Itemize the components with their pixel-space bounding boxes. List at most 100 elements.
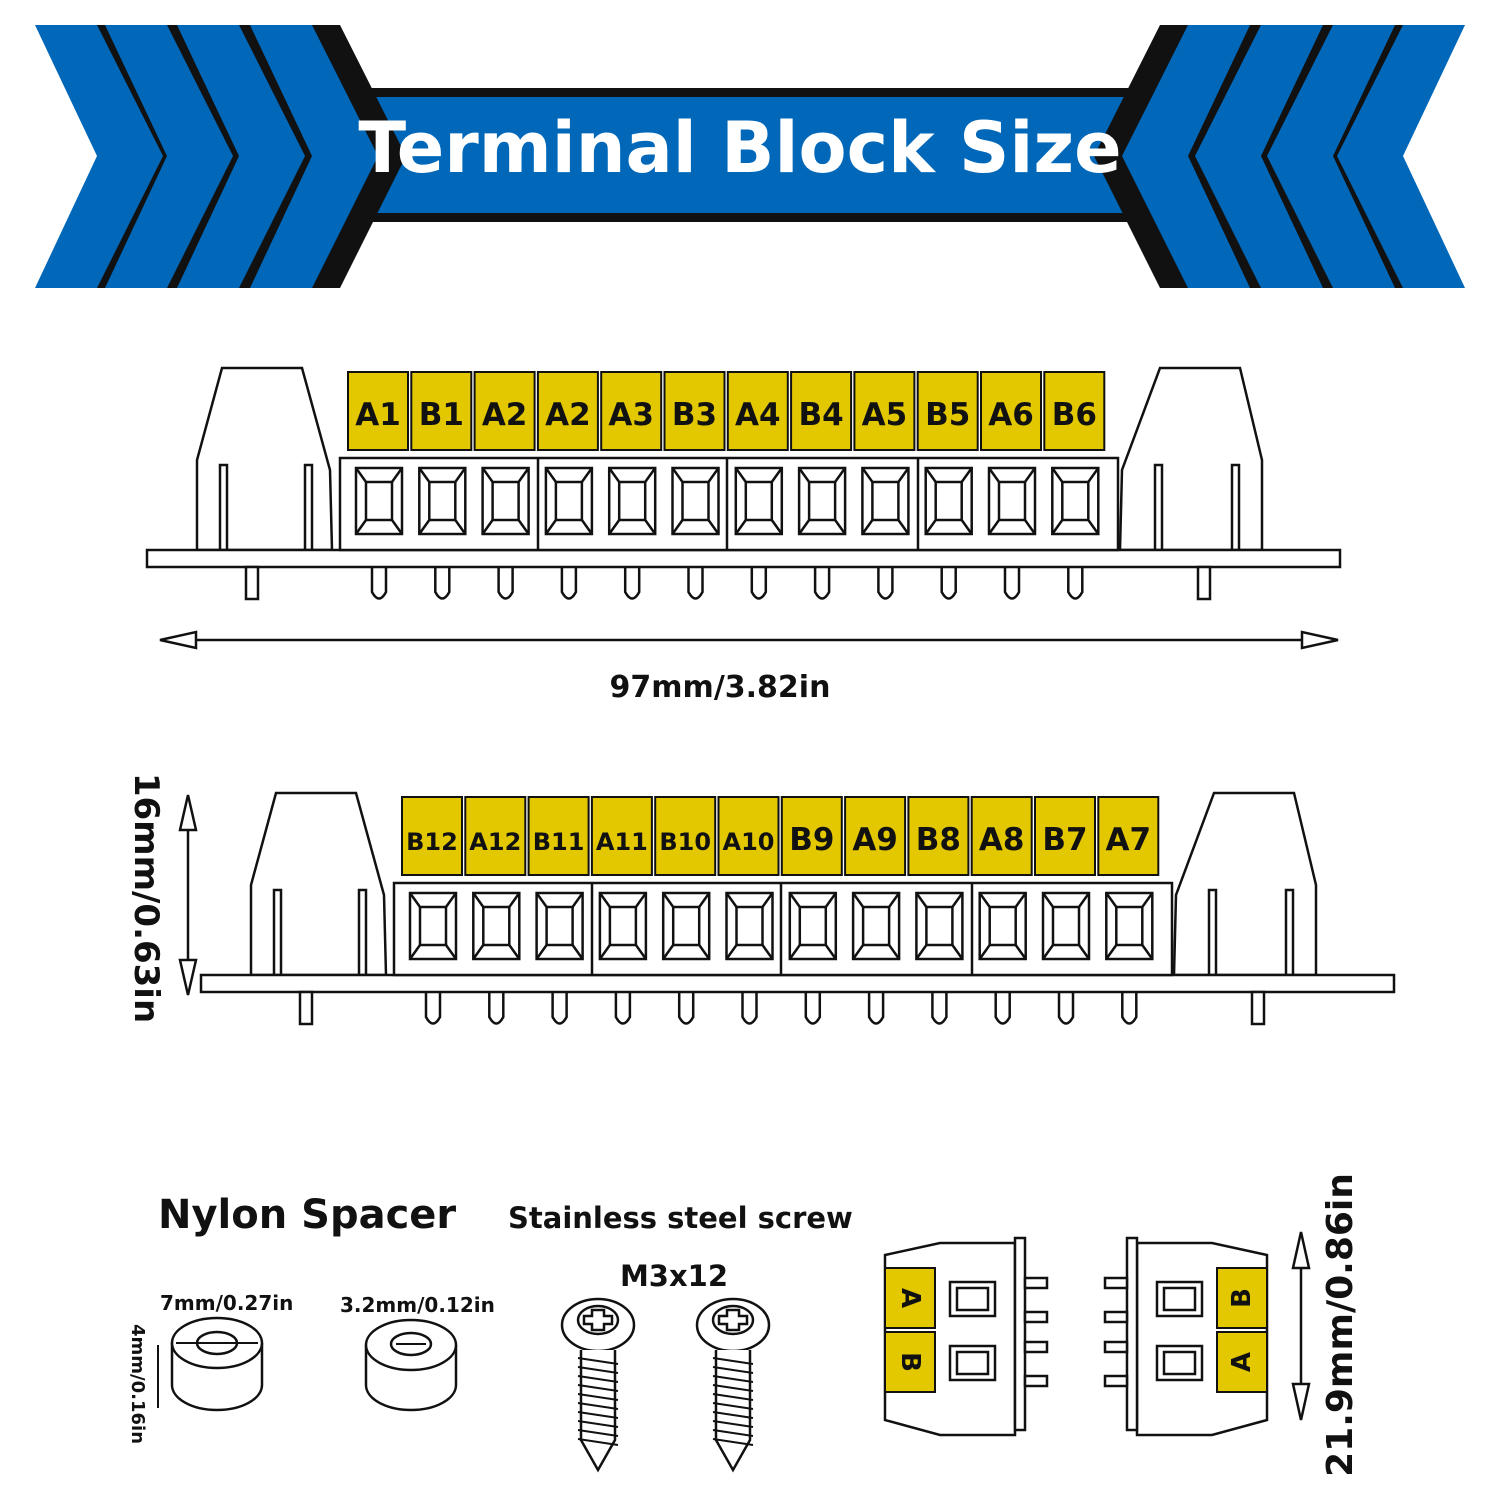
base-plate xyxy=(145,548,1342,569)
terminal-label: A2 xyxy=(482,397,528,433)
terminal-label-tab xyxy=(790,371,853,451)
screw-size-label: M3x12 xyxy=(620,1259,728,1293)
terminal-pin xyxy=(867,992,885,1025)
terminal-pin xyxy=(940,567,957,600)
terminal-pin xyxy=(614,992,632,1025)
end-cap xyxy=(1118,366,1264,552)
side-label-tab xyxy=(884,1331,936,1393)
height-dimension: 16mm/0.63in xyxy=(126,773,198,1023)
end-cap-slot xyxy=(1153,463,1164,552)
pin xyxy=(1103,1310,1129,1324)
terminal-label-tab xyxy=(536,371,599,451)
terminal-label-tab xyxy=(717,796,780,876)
terminal-label-tab xyxy=(590,796,653,876)
terminal-label-tab xyxy=(1043,371,1106,451)
terminal-label: B3 xyxy=(672,397,717,433)
side-label-tab xyxy=(1216,1267,1268,1329)
terminal-pin xyxy=(931,992,948,1025)
end-cap-slot xyxy=(272,888,283,977)
terminal-label: A5 xyxy=(862,397,908,433)
end-cap-slot xyxy=(1207,888,1218,977)
pin xyxy=(1023,1276,1049,1290)
chevron-shape xyxy=(1195,25,1323,288)
terminal-pin xyxy=(497,567,514,600)
end-cap-slot xyxy=(357,888,368,977)
terminal-label: A7 xyxy=(1106,822,1152,858)
mount-post xyxy=(1250,990,1266,1026)
end-cap-slot xyxy=(303,463,314,552)
end-cap-slot xyxy=(1230,463,1241,552)
mount-post xyxy=(1196,565,1212,601)
chevron-shape xyxy=(250,25,378,288)
terminal-label: A4 xyxy=(735,397,781,433)
terminal-label: B11 xyxy=(533,828,585,856)
base-plate xyxy=(199,973,1396,994)
terminal-label: A12 xyxy=(469,828,521,856)
terminal-label-tab xyxy=(654,796,717,876)
terminal-label-tab xyxy=(726,371,789,451)
terminal-label: B9 xyxy=(789,822,834,858)
spacer-outer-label: 7mm/0.27in xyxy=(160,1291,293,1315)
screw-icon xyxy=(560,1297,636,1473)
terminal-label-tab xyxy=(600,371,663,451)
terminal-pin xyxy=(623,567,641,600)
terminal-pin xyxy=(1003,567,1021,600)
terminal-pin xyxy=(804,992,822,1025)
terminal-label: A11 xyxy=(596,828,648,856)
side-label: B xyxy=(1227,1288,1257,1308)
terminal-label: B5 xyxy=(925,397,970,433)
pin xyxy=(1023,1310,1049,1324)
spacer-large-icon xyxy=(157,1316,264,1412)
width-label: 97mm/3.82in xyxy=(610,670,831,705)
terminal-label-tab xyxy=(844,796,907,876)
terminal-label-tab xyxy=(907,796,970,876)
terminal-label: B8 xyxy=(916,822,961,858)
terminal-label-tab xyxy=(780,796,843,876)
terminal-pin xyxy=(424,992,442,1025)
screw-title: Stainless steel screw xyxy=(508,1201,853,1235)
side-view-right: BA xyxy=(1103,1236,1269,1437)
terminal-pin xyxy=(370,567,388,600)
pin xyxy=(1103,1340,1129,1354)
terminal-label: A6 xyxy=(988,397,1034,433)
pin xyxy=(1023,1340,1049,1354)
end-cap-slot xyxy=(1284,888,1295,977)
terminal-pin xyxy=(877,567,894,600)
side-label: A xyxy=(1227,1352,1257,1372)
side-view-left: AB xyxy=(883,1236,1049,1437)
terminal-pin xyxy=(741,992,758,1025)
terminal-label-tab xyxy=(401,796,463,876)
spacer-height-label: 4mm/0.16in xyxy=(127,1324,148,1444)
terminal-pin xyxy=(1067,567,1084,600)
pin xyxy=(1103,1276,1129,1290)
accessories: Nylon Spacer Stainless steel screw 7mm/0… xyxy=(127,1173,1361,1477)
terminal-pin xyxy=(1057,992,1075,1025)
terminal-label-tab xyxy=(410,371,473,451)
terminal-label-tab xyxy=(464,796,527,876)
terminal-label-tab xyxy=(1097,796,1160,876)
terminal-label-tab xyxy=(347,371,409,451)
title-banner: Terminal Block Size xyxy=(35,25,1465,288)
chevron-shape xyxy=(1267,25,1395,288)
terminal-label: B12 xyxy=(406,828,458,856)
end-cap xyxy=(1172,791,1318,977)
terminal-pin xyxy=(677,992,695,1025)
terminal-label-tab xyxy=(970,796,1033,876)
terminal-label: A2 xyxy=(545,397,591,433)
terminal-label-tab xyxy=(527,796,590,876)
chevron-shape xyxy=(105,25,233,288)
terminal-pin xyxy=(687,567,704,600)
terminal-label-tab xyxy=(916,371,979,451)
nylon-spacer-title: Nylon Spacer xyxy=(158,1192,456,1238)
chevron-shape xyxy=(35,25,163,288)
terminal-label: B1 xyxy=(419,397,464,433)
terminal-label: B6 xyxy=(1052,397,1097,433)
terminal-label-tab xyxy=(473,371,536,451)
terminal-label: B10 xyxy=(659,828,711,856)
mount-post xyxy=(244,565,260,601)
terminal-label-tab xyxy=(980,371,1042,451)
chevron-shape xyxy=(1337,25,1465,288)
